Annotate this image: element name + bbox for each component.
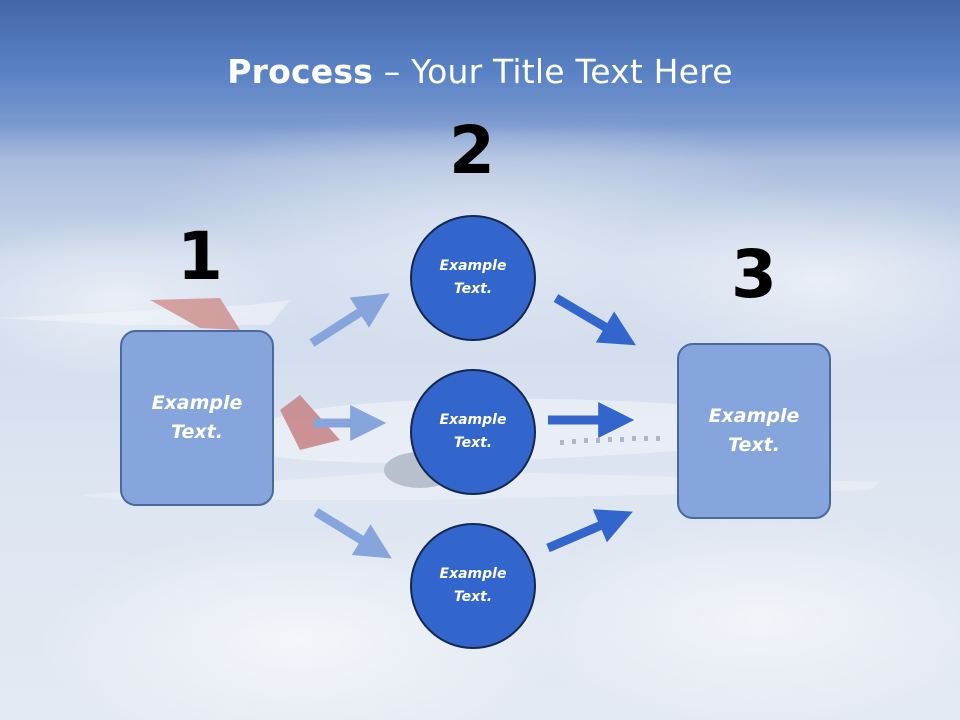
step-1-box-text: Example Text.: [151, 392, 243, 443]
step-2-circle-bottom[interactable]: Example Text.: [410, 523, 536, 649]
step-1-box[interactable]: Example Text.: [120, 330, 274, 506]
arrow-from-top-circle: [553, 294, 636, 346]
step-3-box-text: Example Text.: [708, 405, 800, 456]
arrow-to-top-circle: [309, 293, 390, 347]
arrow-to-bottom-circle: [313, 508, 392, 559]
title-bold: Process: [227, 52, 374, 91]
circle-middle-text: Example Text.: [439, 412, 507, 451]
step-number-2[interactable]: 2: [449, 112, 495, 189]
step-2-circle-top[interactable]: Example Text.: [410, 215, 536, 341]
step-number-1[interactable]: 1: [177, 218, 223, 295]
arrow-from-bottom-circle: [546, 509, 633, 553]
step-2-circle-middle[interactable]: Example Text.: [410, 369, 536, 495]
title-rest: – Your Title Text Here: [373, 52, 733, 91]
step-number-3[interactable]: 3: [731, 236, 777, 313]
title-band: [0, 0, 960, 135]
circle-bottom-text: Example Text.: [439, 566, 507, 605]
circle-top-text: Example Text.: [439, 258, 507, 297]
slide-title[interactable]: Process – Your Title Text Here: [0, 52, 960, 91]
step-3-box[interactable]: Example Text.: [677, 343, 831, 519]
